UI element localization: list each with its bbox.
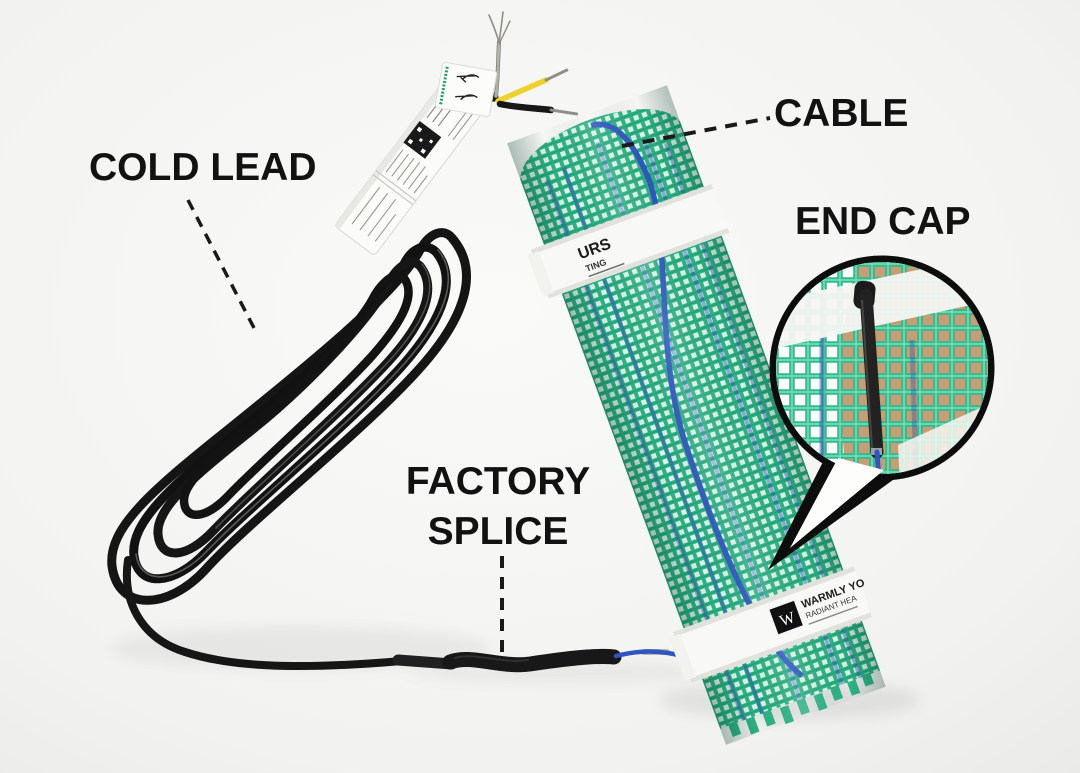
annotation-cold-lead: COLD LEAD <box>89 146 317 189</box>
heating-mat-roll: URS TING W WARMLY YO RADIANT HEA <box>507 85 886 745</box>
cold-lead-leader-line <box>186 199 256 329</box>
magnified-blue-cable <box>874 449 884 474</box>
svg-text:W: W <box>778 609 799 630</box>
cold-lead-tail-wire <box>123 556 406 671</box>
annotation-cable: CABLE <box>774 92 909 135</box>
tape-tab <box>527 251 554 297</box>
tape-band-upper: URS TING <box>527 183 730 299</box>
yellow-wire-stripped-tip <box>544 68 569 82</box>
tape-band-lower: W WARMLY YO RADIANT HEA <box>669 566 873 683</box>
tag-green-text <box>439 66 449 105</box>
warmlyyours-logo: W <box>769 600 803 635</box>
spec-tag <box>434 61 498 117</box>
ground-braid-wire <box>488 11 511 98</box>
leader-lines <box>186 116 771 660</box>
annotation-factory-splice: FACTORY SPLICE <box>405 460 591 553</box>
sleeve-fine-print <box>351 105 473 242</box>
tape-tab <box>669 633 697 682</box>
end-cap-tube <box>853 280 884 474</box>
black-power-wire <box>496 100 579 116</box>
black-wire-stripped-tip <box>549 108 579 116</box>
callout-tail-inner <box>790 458 884 548</box>
annotation-end-cap: END CAP <box>795 200 971 243</box>
tag-glyph-1 <box>456 74 480 83</box>
cable-leader-line <box>621 116 771 148</box>
yellow-wire <box>495 68 569 104</box>
tag-glyph-2 <box>455 94 478 101</box>
cold-lead-coil <box>107 228 471 671</box>
